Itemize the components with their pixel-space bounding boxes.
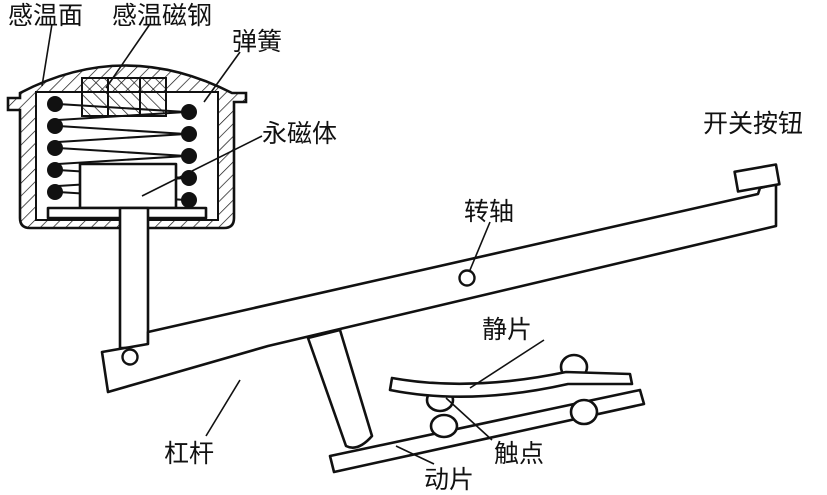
moving-plate	[328, 388, 646, 474]
label-switch-button: 开关按钮	[703, 109, 803, 138]
support-post	[306, 328, 374, 449]
label-permanent-magnet: 永磁体	[262, 119, 337, 148]
switch-button	[733, 163, 781, 193]
label-sensing-magnet: 感温磁钢	[112, 1, 212, 30]
label-sensing-surface: 感温面	[8, 1, 83, 30]
label-moving-plate: 动片	[424, 465, 474, 494]
push-rod	[118, 206, 150, 350]
pivot-axle	[458, 269, 476, 287]
label-spring: 弹簧	[232, 27, 282, 56]
label-pivot: 转轴	[464, 197, 514, 226]
leader-lines	[41, 23, 545, 465]
label-lever: 杠杆	[164, 439, 214, 468]
lever-hole	[121, 348, 139, 366]
static-plate	[388, 370, 634, 399]
label-static-plate: 静片	[482, 315, 532, 344]
label-contact: 触点	[494, 439, 544, 468]
contact-points	[425, 353, 599, 439]
permanent-magnet	[78, 162, 178, 210]
